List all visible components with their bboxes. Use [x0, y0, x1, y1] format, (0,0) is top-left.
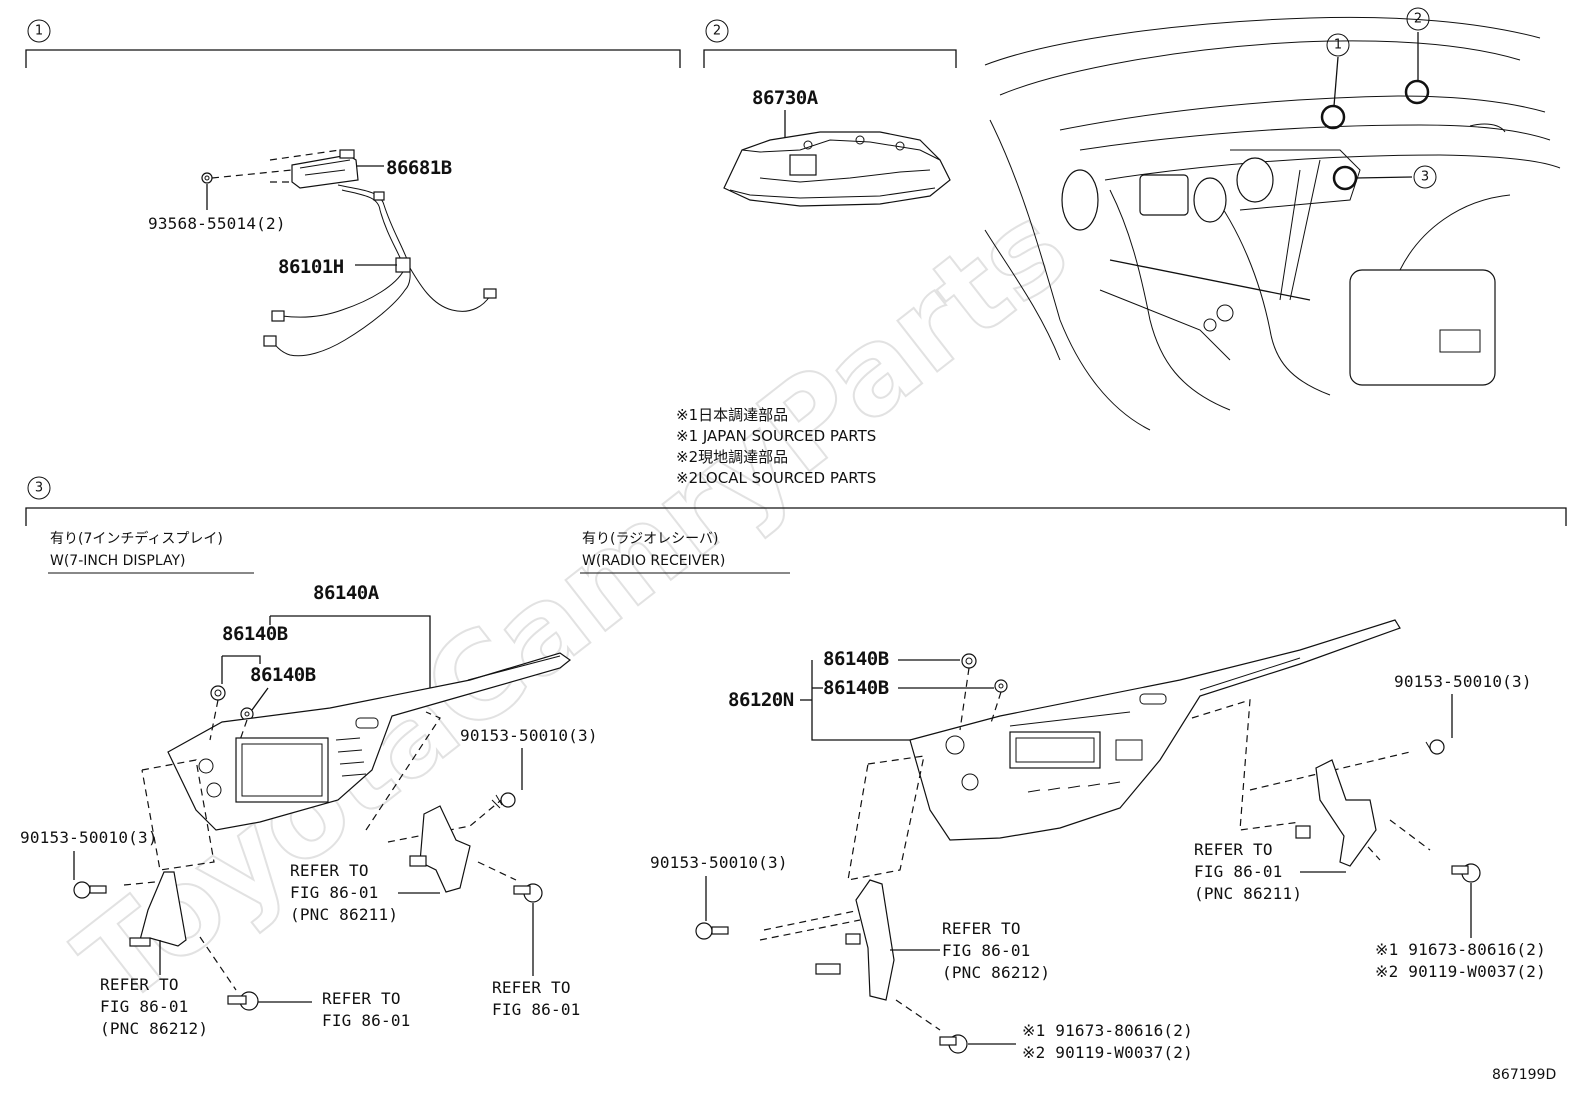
bolt-display-d: [513, 883, 543, 903]
variant-display-title-jp: 有り(7インチディスプレイ): [50, 530, 223, 547]
part-label-86140B-radio-2: 86140B: [823, 677, 889, 699]
ref-radio-a-line2: FIG 86-01: [1194, 862, 1283, 881]
location-marker-1: 1: [1334, 38, 1342, 53]
section-1-parts: 86681B 93568-55014(2) 86101H: [148, 149, 497, 357]
part-label-93568: 93568-55014(2): [148, 214, 286, 233]
sourcing-notes: ※1日本調達部品 ※1 JAPAN SOURCED PARTS ※2現地調達部品…: [676, 406, 876, 487]
ref-display-a-line2: FIG 86-01: [290, 883, 379, 902]
part-label-90153-display-b: 90153-50010(3): [20, 828, 158, 847]
variant-radio-receiver: 有り(ラジオレシーバ) W(RADIO RECEIVER) 86140B 861…: [580, 531, 1546, 1062]
ref-display-b-line2: FIG 86-01: [100, 997, 189, 1016]
bolt-display-a: [491, 792, 516, 809]
ref-radio-a-line3: (PNC 86211): [1194, 884, 1302, 903]
section-2-header: 2: [703, 19, 957, 68]
variant-display-title-en: W(7-INCH DISPLAY): [50, 553, 185, 569]
bracket-left-display-drawing: [129, 871, 187, 947]
section-2-number: 2: [713, 24, 721, 39]
part-label-90153-display-a: 90153-50010(3): [460, 726, 598, 745]
note-line-3: ※2現地調達部品: [676, 448, 788, 466]
part-label-90153-radio-a: 90153-50010(3): [1394, 672, 1532, 691]
note-line-2: ※1 JAPAN SOURCED PARTS: [676, 427, 876, 445]
part-label-86140B-display-1: 86140B: [222, 623, 288, 645]
ref-radio-b-line3: (PNC 86212): [942, 963, 1050, 982]
bolt-display-c: [227, 991, 259, 1011]
ref-display-c-line2: FIG 86-01: [322, 1011, 411, 1030]
location-marker-3: 3: [1421, 170, 1429, 185]
overhead-unit-86730A-drawing: [723, 131, 951, 207]
bolt-right-radio-line2: ※2 90119-W0037(2): [1375, 962, 1546, 981]
bolt-radio-d: [939, 1034, 968, 1054]
section-3-header: 3: [25, 476, 1567, 526]
ref-display-d-line2: FIG 86-01: [492, 1000, 581, 1019]
variant-radio-title-en: W(RADIO RECEIVER): [582, 553, 725, 569]
variant-7inch-display: 有り(7インチディスプレイ) W(7-INCH DISPLAY) 86140A …: [20, 530, 598, 1038]
ref-display-a-line1: REFER TO: [290, 861, 369, 880]
part-label-86140A-display: 86140A: [313, 582, 380, 604]
bracket-right-display-drawing: [409, 805, 471, 893]
variant-radio-title-jp: 有り(ラジオレシーバ): [582, 531, 719, 547]
bolt-bottom-radio-line1: ※1 91673-80616(2): [1022, 1021, 1193, 1040]
ref-radio-b-line1: REFER TO: [942, 919, 1021, 938]
ref-display-c-line1: REFER TO: [322, 989, 401, 1008]
bracket-86681B-drawing: [211, 149, 359, 189]
screw-93568-drawing: [201, 172, 213, 184]
note-line-4: ※2LOCAL SOURCED PARTS: [676, 469, 876, 487]
bracket-right-radio-drawing: [1295, 759, 1377, 867]
part-label-90153-radio-b: 90153-50010(3): [650, 853, 788, 872]
display-panel-drawing: [167, 652, 572, 831]
part-label-86120N: 86120N: [728, 689, 794, 711]
section-1-header: 1: [25, 19, 681, 68]
note-line-1: ※1日本調達部品: [676, 406, 788, 424]
radio-panel-drawing: [909, 619, 1401, 841]
part-label-86681B: 86681B: [386, 157, 452, 179]
bolt-right-radio-line1: ※1 91673-80616(2): [1375, 940, 1546, 959]
ref-display-b-line3: (PNC 86212): [100, 1019, 208, 1038]
bolt-radio-b: [1451, 863, 1481, 883]
bolt-display-b: [73, 881, 107, 899]
section-2-parts: 86730A: [723, 87, 951, 207]
vehicle-location-view: 1 2 3: [984, 7, 1561, 431]
bracket-left-radio-drawing: [815, 879, 895, 1001]
figure-id: 867199D: [1492, 1067, 1556, 1083]
section-3-number: 3: [35, 481, 43, 496]
ref-display-a-line3: (PNC 86211): [290, 905, 398, 924]
location-marker-2: 2: [1414, 12, 1422, 27]
bolt-radio-a: [1425, 739, 1445, 755]
ref-radio-a-line1: REFER TO: [1194, 840, 1273, 859]
part-label-86101H: 86101H: [278, 256, 344, 278]
part-label-86140B-display-2: 86140B: [250, 664, 316, 686]
bolt-bottom-radio-line2: ※2 90119-W0037(2): [1022, 1043, 1193, 1062]
ref-display-b-line1: REFER TO: [100, 975, 179, 994]
ref-radio-b-line2: FIG 86-01: [942, 941, 1031, 960]
part-label-86140B-radio-1: 86140B: [823, 648, 889, 670]
watermark: ToyotaCamryParts: [52, 177, 1092, 1032]
bolt-radio-c: [695, 922, 729, 940]
ref-display-d-line1: REFER TO: [492, 978, 571, 997]
section-1-number: 1: [35, 24, 43, 39]
part-label-86730A: 86730A: [752, 87, 819, 109]
